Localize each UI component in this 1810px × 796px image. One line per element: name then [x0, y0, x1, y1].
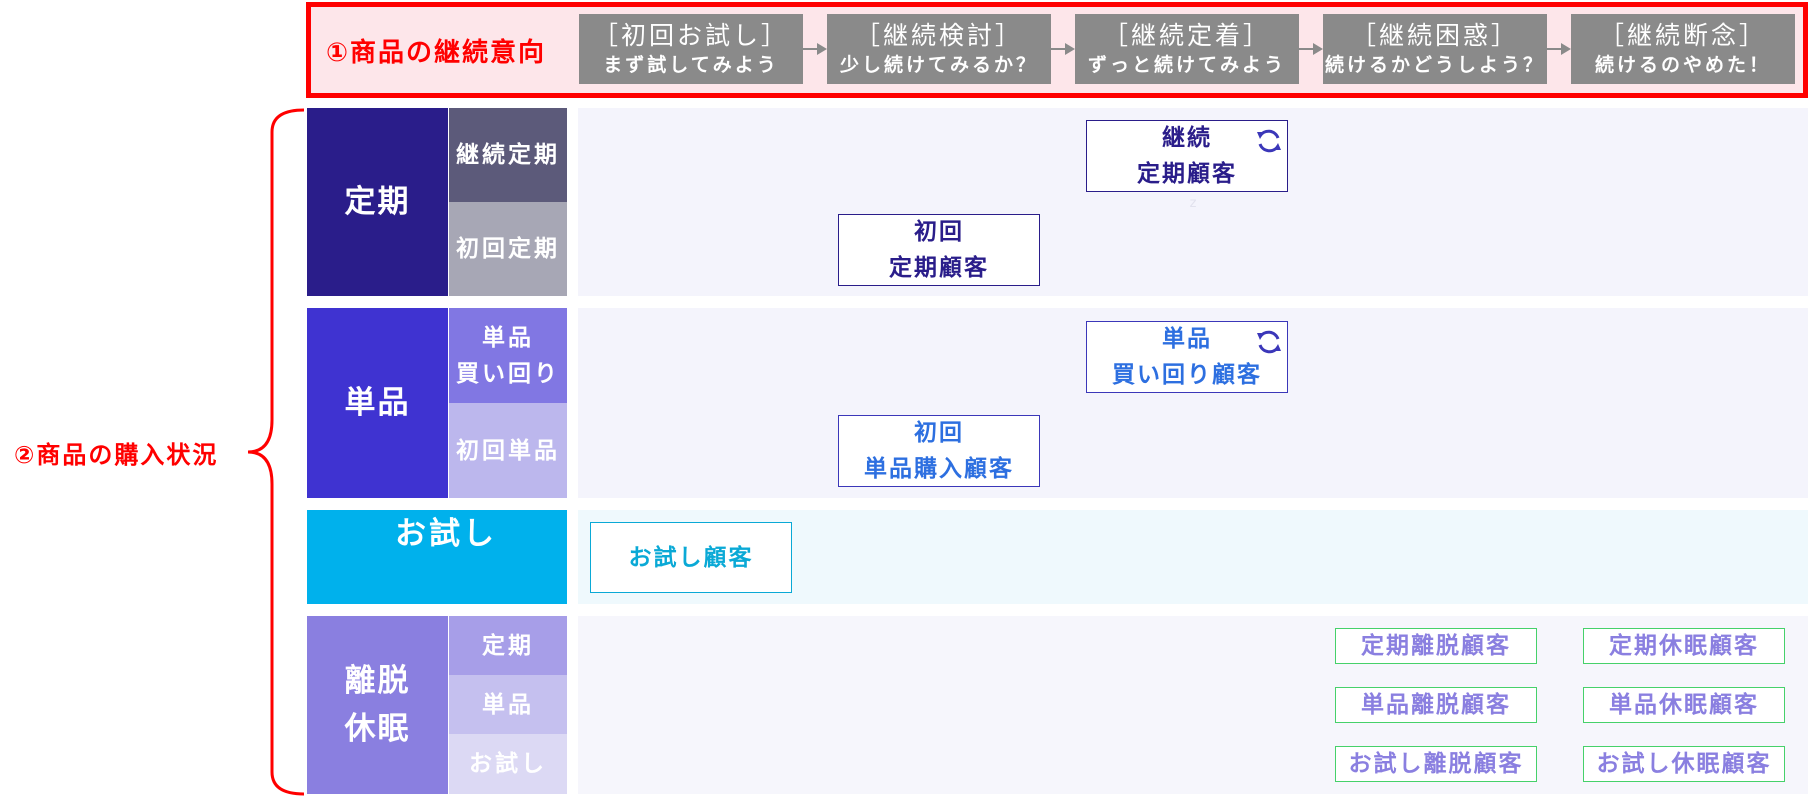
category-label: 単品: [344, 385, 411, 421]
sub-ridatsu-otameshi: お試し: [449, 734, 567, 794]
box-line: お試し顧客: [628, 544, 754, 571]
sub-shokai-teiki: 初回定期: [449, 202, 567, 296]
stage-title: ［継続断念］: [1598, 21, 1767, 50]
box-line: 定期顧客: [1137, 161, 1237, 187]
sub-label: 初回定期: [456, 236, 560, 262]
band-title: ①商品の継続意向: [326, 37, 547, 68]
category-label: お試し: [395, 516, 497, 552]
stage-title: ［初回お試し］: [592, 21, 789, 50]
sub-tanpin-kaimawari: 単品 買い回り: [449, 308, 567, 403]
box-line: 定期顧客: [889, 255, 989, 281]
box-line: お試し休眠顧客: [1596, 751, 1772, 777]
category-label: 休眠: [344, 711, 411, 747]
stage-subtitle: ずっと続けてみよう: [1087, 54, 1286, 76]
box-line: 定期離脱顧客: [1361, 633, 1511, 659]
refresh-icon: [1257, 129, 1281, 153]
stage-subtitle: まず試してみよう: [603, 54, 779, 76]
box-line: 買い回り顧客: [1112, 362, 1262, 388]
stage-continuation-abandoned: ［継続断念］ 続けるのやめた！: [1571, 14, 1795, 84]
stage-title: ［継続困惑］: [1350, 21, 1519, 50]
box-line: 単品離脱顧客: [1361, 692, 1511, 718]
box-teiki-kyumin-customer: 定期休眠顧客: [1583, 628, 1785, 664]
box-teiki-ridatsu-customer: 定期離脱顧客: [1335, 628, 1537, 664]
box-keizoku-teiki-customer: 継続 定期顧客: [1086, 120, 1288, 192]
stage-first-trial: ［初回お試し］ まず試してみよう: [579, 14, 803, 84]
sub-label: お試し: [469, 751, 547, 777]
sub-label: 単品: [482, 691, 534, 718]
z-mark: z: [1189, 195, 1197, 211]
stage-continuation-established: ［継続定着］ ずっと続けてみよう: [1075, 14, 1299, 84]
box-otameshi-customer: お試し顧客: [590, 522, 792, 593]
stage-title: ［継続定着］: [1102, 21, 1271, 50]
box-otameshi-kyumin-customer: お試し休眠顧客: [1583, 746, 1785, 782]
box-shokai-tanpin-customer: 初回 単品購入顧客: [838, 415, 1040, 487]
arrow-right-icon: [803, 43, 827, 55]
category-label: 離脱: [344, 663, 411, 699]
category-tanpin: 単品: [307, 308, 448, 498]
category-ridatsu-kyumin: 離脱 休眠: [307, 616, 448, 794]
box-line: 単品: [1162, 326, 1212, 352]
sub-label: 継続定期: [456, 142, 560, 168]
stage-title: ［継続検討］: [854, 21, 1023, 50]
sub-ridatsu-teiki: 定期: [449, 616, 567, 675]
box-tanpin-kaimawari-customer: 単品 買い回り顧客: [1086, 321, 1288, 393]
arrow-right-icon: [1051, 43, 1075, 55]
curly-brace-icon: [247, 108, 304, 796]
box-line: 初回: [914, 219, 964, 245]
sub-label: 単品: [482, 324, 534, 351]
box-shokai-teiki-customer: 初回 定期顧客: [838, 214, 1040, 286]
stage-continuation-confusion: ［継続困惑］ 続けるかどうしよう？: [1323, 14, 1547, 84]
sub-ridatsu-tanpin: 単品: [449, 675, 567, 734]
sub-label: 買い回り: [456, 360, 560, 387]
arrow-right-icon: [1547, 43, 1571, 55]
category-label: 定期: [344, 184, 411, 220]
category-otameshi: お試し: [307, 510, 567, 604]
refresh-icon: [1257, 330, 1281, 354]
stage-subtitle: 続けるのやめた！: [1594, 54, 1771, 76]
box-line: 定期休眠顧客: [1609, 633, 1759, 659]
purchase-status-label: ②商品の購入状況: [14, 440, 219, 469]
stage-subtitle: 続けるかどうしよう？: [1324, 54, 1545, 76]
stage-continuation-consideration: ［継続検討］ 少し続けてみるか？: [827, 14, 1051, 84]
sub-keizoku-teiki: 継続定期: [449, 108, 567, 202]
category-teiki: 定期: [307, 108, 448, 296]
box-line: お試し離脱顧客: [1348, 751, 1524, 777]
arrow-right-icon: [1299, 43, 1323, 55]
box-tanpin-ridatsu-customer: 単品離脱顧客: [1335, 687, 1537, 723]
sub-shokai-tanpin: 初回単品: [449, 403, 567, 498]
sub-label: 初回単品: [456, 437, 560, 464]
sub-label: 定期: [482, 632, 534, 659]
box-line: 単品休眠顧客: [1609, 692, 1759, 718]
box-line: 単品購入顧客: [864, 456, 1014, 482]
stage-subtitle: 少し続けてみるか？: [839, 54, 1038, 76]
box-tanpin-kyumin-customer: 単品休眠顧客: [1583, 687, 1785, 723]
box-line: 初回: [914, 420, 964, 446]
box-otameshi-ridatsu-customer: お試し離脱顧客: [1335, 746, 1537, 782]
box-line: 継続: [1162, 125, 1212, 151]
